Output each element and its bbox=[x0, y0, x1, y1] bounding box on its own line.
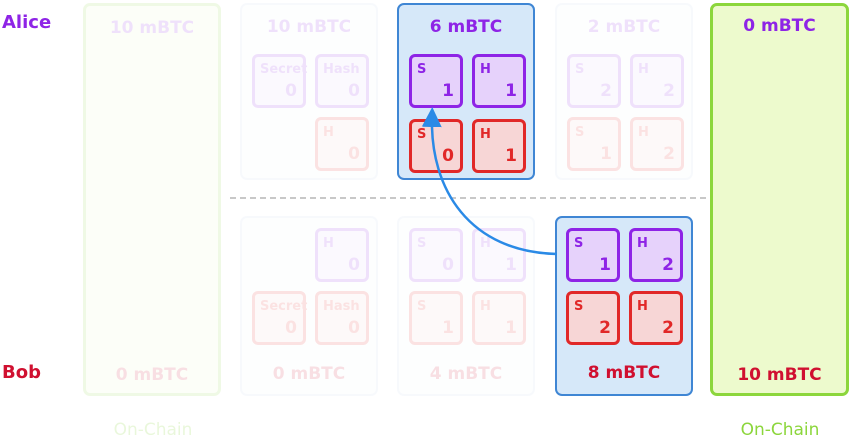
alice-balance: 6 mBTC bbox=[429, 17, 503, 37]
key-label: S bbox=[417, 127, 427, 142]
party-separator bbox=[230, 197, 706, 199]
hash-key: H 2 bbox=[630, 117, 684, 171]
key-value: 0 bbox=[285, 318, 297, 338]
alice-balance: 10 mBTC bbox=[109, 18, 195, 38]
key-label: S bbox=[417, 62, 427, 77]
key-label: Hash bbox=[323, 62, 360, 77]
key-value: 1 bbox=[505, 255, 517, 275]
key-label: H bbox=[480, 299, 491, 314]
key-label: H bbox=[323, 236, 334, 251]
alice-balance: 10 mBTC bbox=[266, 17, 352, 37]
secret-key: S 1 bbox=[409, 54, 463, 108]
key-label: H bbox=[480, 127, 491, 142]
key-label: H bbox=[480, 236, 491, 251]
onchain-label-initial: On-Chain bbox=[113, 420, 193, 440]
channel-state-bob-2: S 0 H 1 S 1 H 1 4 mBTC bbox=[397, 216, 535, 396]
key-label: H bbox=[638, 62, 649, 77]
key-value: 0 bbox=[348, 255, 360, 275]
secret-key: S 0 bbox=[409, 228, 463, 282]
key-value: 0 bbox=[442, 255, 454, 275]
hash-key: Hash 0 bbox=[315, 291, 369, 345]
hash-key: H 0 bbox=[315, 228, 369, 282]
hash-key: H 1 bbox=[472, 291, 526, 345]
hash-key: H 2 bbox=[629, 228, 683, 282]
key-label: S bbox=[417, 236, 427, 251]
secret-key: S 2 bbox=[566, 291, 620, 345]
key-value: 1 bbox=[505, 146, 517, 166]
key-value: 2 bbox=[663, 81, 675, 101]
secret-key: S 1 bbox=[566, 228, 620, 282]
key-label: Hash bbox=[323, 299, 360, 314]
key-value: 0 bbox=[348, 318, 360, 338]
key-label: H bbox=[480, 62, 491, 77]
key-value: 0 bbox=[285, 81, 297, 101]
onchain-column-final: 0 mBTC 10 mBTC bbox=[710, 3, 849, 396]
key-value: 0 bbox=[348, 144, 360, 164]
hash-key: H 2 bbox=[630, 54, 684, 108]
key-value: 1 bbox=[442, 318, 454, 338]
key-label: Secret bbox=[260, 299, 308, 314]
channel-state-bob-1: H 0 Secret 0 Hash 0 0 mBTC bbox=[240, 216, 378, 396]
key-value: 1 bbox=[505, 318, 517, 338]
bob-balance: 10 mBTC bbox=[737, 365, 822, 385]
channel-state-alice-2: 6 mBTC S 1 H 1 S 0 H 1 bbox=[397, 3, 535, 180]
key-value: 2 bbox=[662, 255, 674, 275]
key-label: H bbox=[323, 125, 334, 140]
hash-key: H 2 bbox=[629, 291, 683, 345]
key-value: 1 bbox=[505, 81, 517, 101]
key-label: S bbox=[575, 62, 585, 77]
key-label: H bbox=[637, 299, 648, 314]
bob-balance: 8 mBTC bbox=[587, 363, 661, 383]
key-value: 1 bbox=[600, 144, 612, 164]
key-label: S bbox=[574, 299, 584, 314]
hash-key: Hash 0 bbox=[315, 54, 369, 108]
hash-key: H 0 bbox=[315, 117, 369, 171]
key-label: S bbox=[575, 125, 585, 140]
key-label: S bbox=[417, 299, 427, 314]
bob-balance: 4 mBTC bbox=[429, 364, 503, 384]
channel-state-bob-3: S 1 H 2 S 2 H 2 8 mBTC bbox=[555, 216, 693, 396]
channel-state-alice-1: 10 mBTC Secret 0 Hash 0 H 0 bbox=[240, 3, 378, 180]
key-value: 2 bbox=[600, 81, 612, 101]
secret-key: S 1 bbox=[567, 117, 621, 171]
secret-key: Secret 0 bbox=[252, 54, 308, 108]
key-value: 0 bbox=[442, 146, 454, 166]
key-value: 2 bbox=[599, 318, 611, 338]
hash-key: H 1 bbox=[472, 228, 526, 282]
key-value: 2 bbox=[663, 144, 675, 164]
bob-balance: 0 mBTC bbox=[115, 365, 189, 385]
key-label: Secret bbox=[260, 62, 308, 77]
hash-key: H 1 bbox=[472, 119, 526, 173]
secret-key: S 2 bbox=[567, 54, 621, 108]
key-label: H bbox=[637, 236, 648, 251]
key-value: 2 bbox=[662, 318, 674, 338]
key-value: 1 bbox=[599, 255, 611, 275]
key-value: 1 bbox=[442, 81, 454, 101]
alice-balance: 2 mBTC bbox=[587, 17, 661, 37]
channel-state-alice-3: 2 mBTC S 2 H 2 S 1 H 2 bbox=[555, 3, 693, 180]
party-label-alice: Alice bbox=[2, 12, 52, 33]
onchain-label-final: On-Chain bbox=[740, 420, 820, 440]
party-label-bob: Bob bbox=[2, 362, 41, 383]
alice-balance: 0 mBTC bbox=[743, 16, 816, 36]
secret-key: Secret 0 bbox=[252, 291, 308, 345]
hash-key: H 1 bbox=[472, 54, 526, 108]
key-value: 0 bbox=[348, 81, 360, 101]
key-label: S bbox=[574, 236, 584, 251]
onchain-column-initial: 10 mBTC 0 mBTC bbox=[83, 3, 221, 396]
bob-balance: 0 mBTC bbox=[272, 364, 346, 384]
key-label: H bbox=[638, 125, 649, 140]
secret-key: S 1 bbox=[409, 291, 463, 345]
